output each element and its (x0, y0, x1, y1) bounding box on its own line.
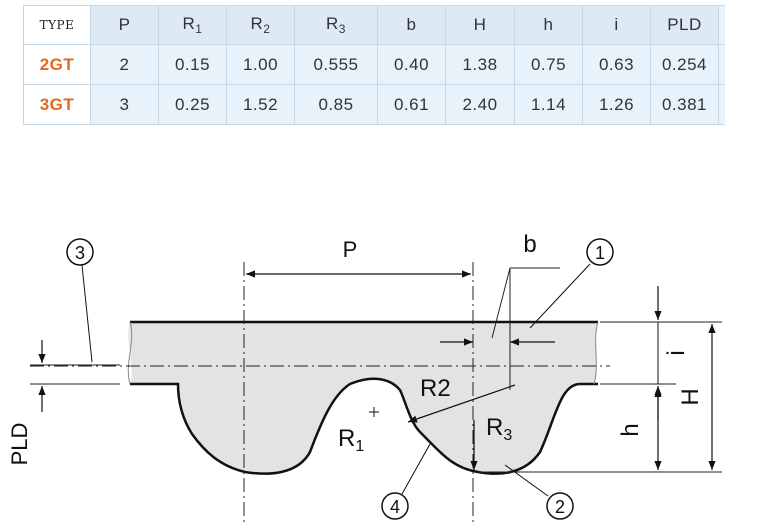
h-label: h (617, 423, 644, 436)
table-cell: 2 (90, 44, 159, 85)
table-cell: 0.61 (377, 84, 446, 125)
column-header: i (582, 5, 651, 45)
callout-1-leader (529, 263, 591, 329)
belt-spec-table: TYPE P R1 R2 R3 b H h i PLD 2GT 2 0.15 1… (23, 5, 725, 125)
table-cell: 0.381 (650, 84, 719, 125)
table-cell: 0.25 (158, 84, 227, 125)
callout-3-circle (66, 238, 94, 266)
table-header-row: TYPE P R1 R2 R3 b H h i PLD (23, 5, 725, 45)
callout-2-label: 2 (555, 497, 565, 517)
table-row: 2GT 2 0.15 1.00 0.555 0.40 1.38 0.75 0.6… (23, 44, 725, 85)
callout-2-leader (504, 464, 549, 497)
callout-1-circle (586, 238, 614, 266)
type-cell: 3GT (23, 84, 91, 125)
column-header: H (445, 5, 515, 45)
table-cell: 2.40 (445, 84, 515, 125)
column-header: R1 (158, 5, 227, 45)
table-edge (718, 5, 725, 45)
i-label: i (663, 350, 690, 355)
column-header: b (377, 5, 446, 45)
callout-3-label: 3 (75, 243, 85, 263)
callout-4-label: 4 (390, 497, 400, 517)
table-cell: 1.14 (514, 84, 583, 125)
table-cell: 1.26 (582, 84, 651, 125)
table-row: 3GT 3 0.25 1.52 0.85 0.61 2.40 1.14 1.26… (23, 84, 725, 125)
b-label: b (523, 231, 536, 258)
r1-label: R1 (338, 425, 364, 455)
callout-4-circle (381, 492, 409, 520)
callout-4-leader (401, 443, 431, 495)
r2-leader (407, 384, 516, 423)
table-cell: 0.75 (514, 44, 583, 85)
belt-left-break (127, 321, 133, 385)
column-header: R2 (226, 5, 295, 45)
table-cell: 0.85 (294, 84, 378, 125)
callout-3-leader (81, 264, 93, 363)
column-header: P (90, 5, 159, 45)
type-cell: 2GT (23, 44, 91, 85)
table-cell: 1.38 (445, 44, 515, 85)
table-edge (718, 44, 725, 85)
table-edge (718, 84, 725, 125)
table-cell: 3 (90, 84, 159, 125)
callout-1-label: 1 (595, 243, 605, 263)
column-header: TYPE (23, 5, 91, 45)
column-header: PLD (650, 5, 719, 45)
table-cell: 0.40 (377, 44, 446, 85)
pld-label: PLD (7, 423, 32, 466)
table-cell: 1.00 (226, 44, 295, 85)
column-header: R3 (294, 5, 378, 45)
table-cell: 0.555 (294, 44, 378, 85)
belt-bottom-outline (130, 377, 598, 475)
table-cell: 0.15 (158, 44, 227, 85)
table-cell: 0.63 (582, 44, 651, 85)
b-leader-line (491, 267, 511, 339)
pitch-label: P (343, 237, 358, 262)
belt-right-break (593, 321, 599, 385)
r2-label: R2 (420, 375, 451, 402)
r3-label: R3 (486, 414, 512, 444)
table-cell: 0.254 (650, 44, 719, 85)
belt-profile (128, 322, 598, 474)
column-header: h (514, 5, 583, 45)
table-cell: 1.52 (226, 84, 295, 125)
callout-2-circle (546, 492, 574, 520)
H-label: H (677, 388, 704, 405)
belt-profile-diagram: P b i h H PLD R1 R2 R3 1 2 3 4 (7, 231, 722, 526)
